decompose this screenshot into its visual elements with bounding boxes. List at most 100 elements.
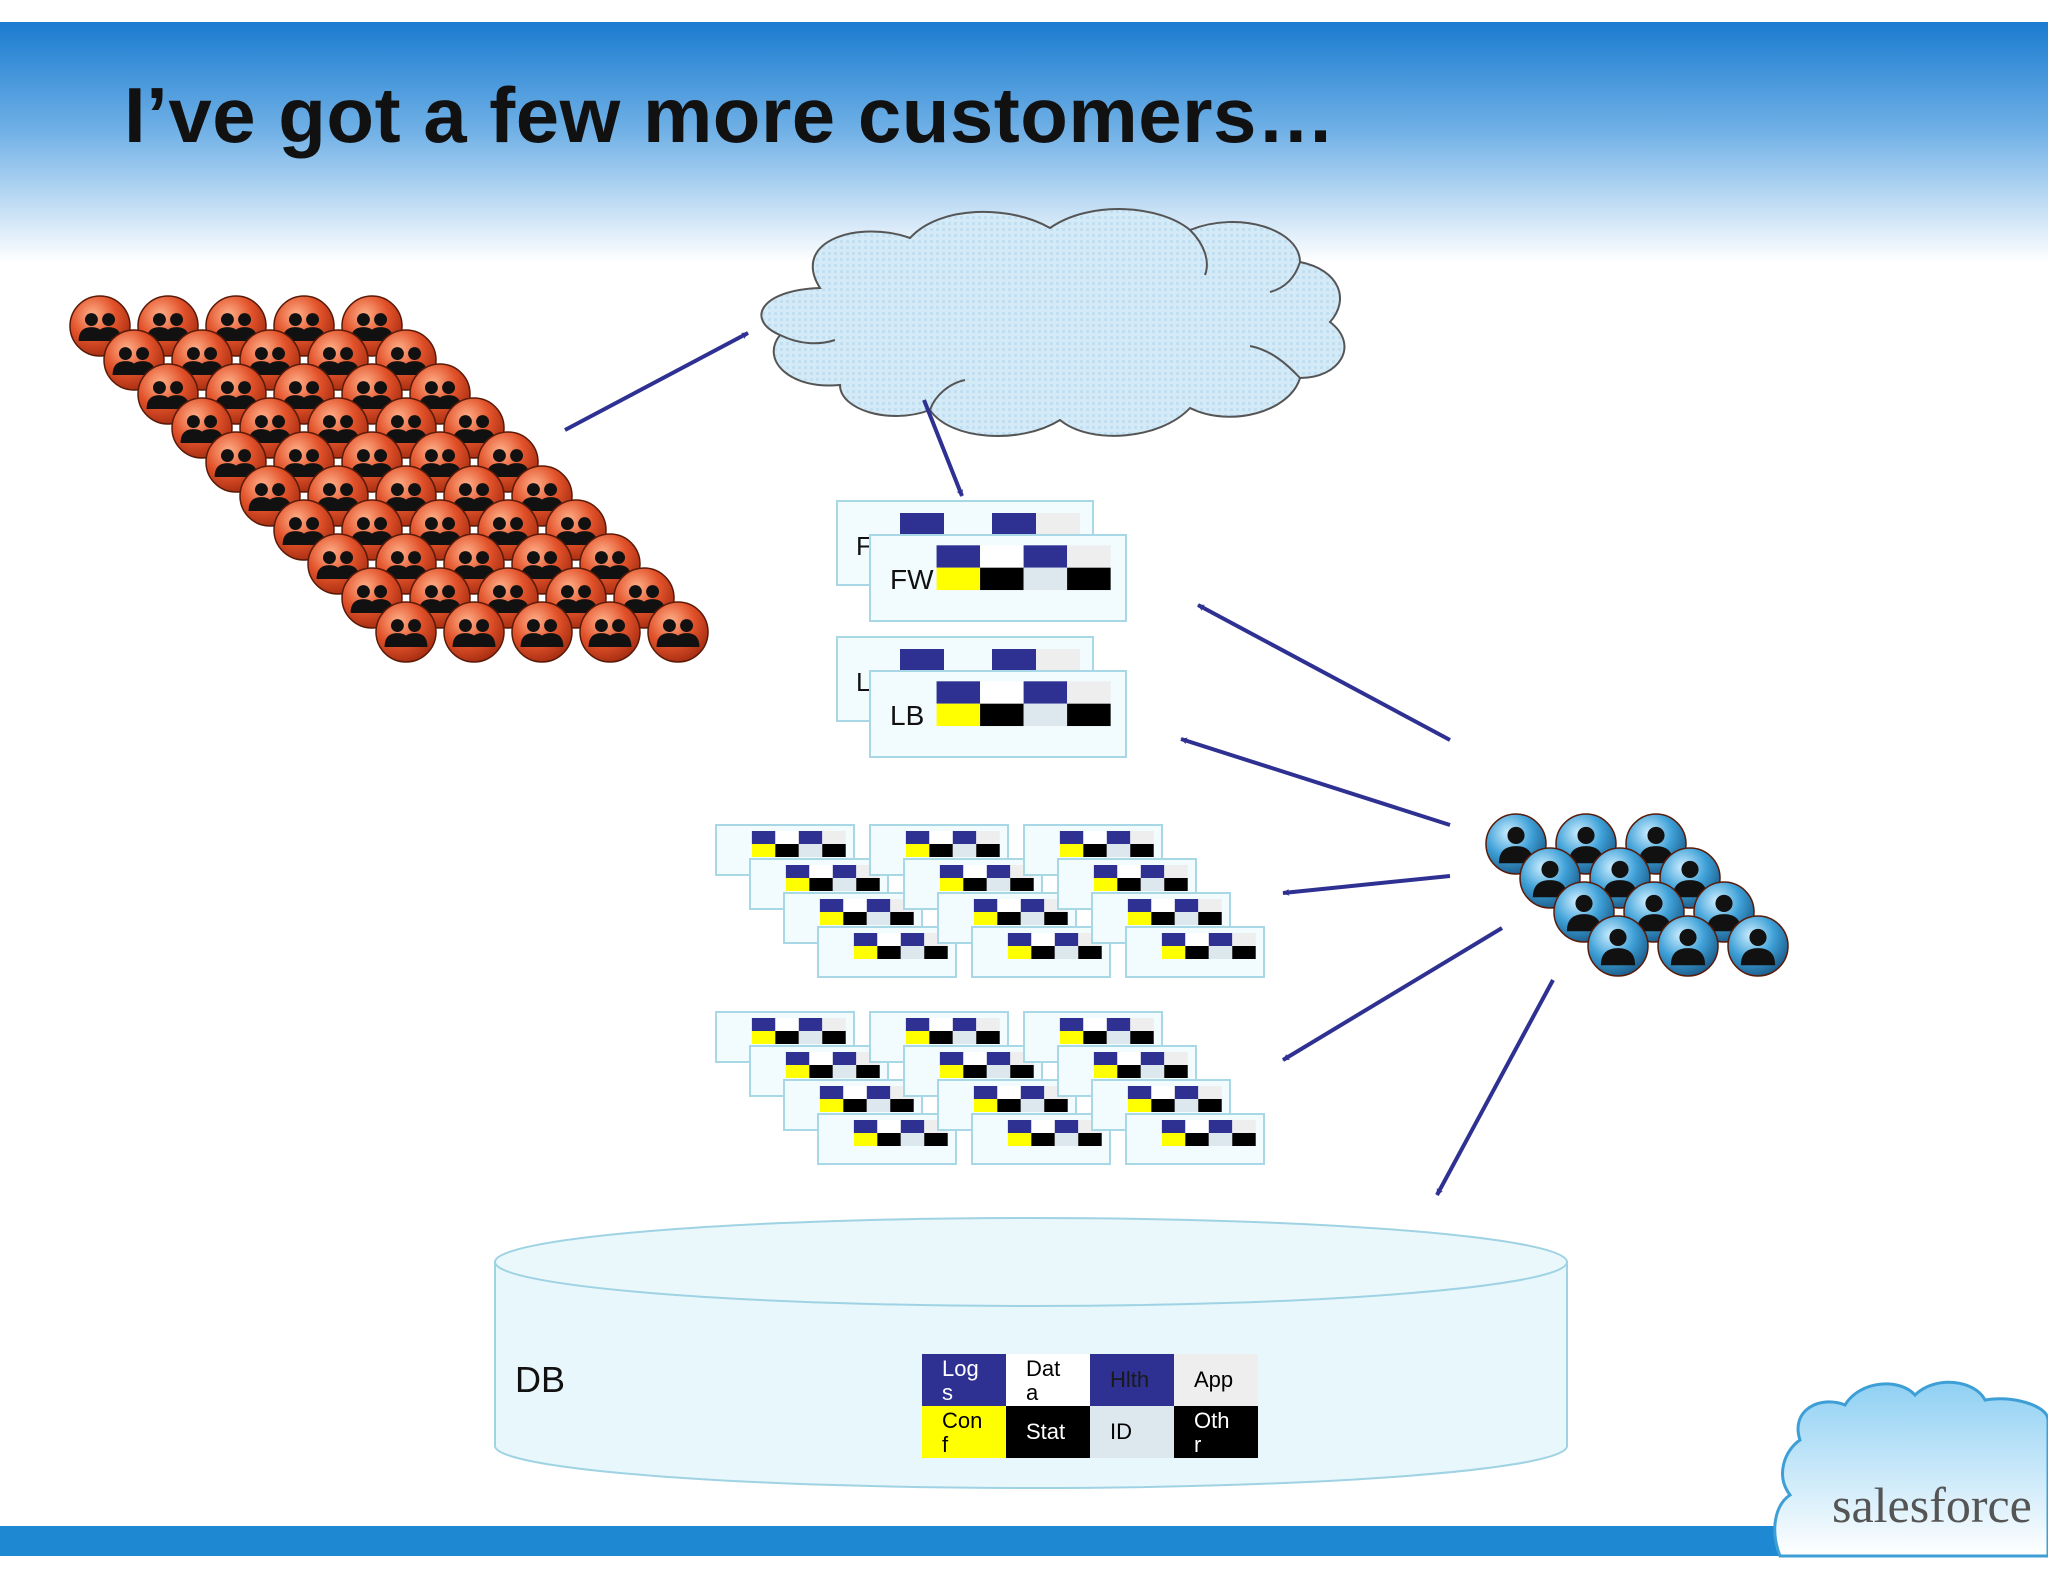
server-cell xyxy=(1174,912,1199,925)
body xyxy=(1568,846,1604,864)
app-server xyxy=(971,1113,1111,1165)
server-cell xyxy=(980,545,1024,568)
server-cell xyxy=(1117,1052,1141,1065)
head xyxy=(153,313,166,327)
head xyxy=(408,619,422,632)
load-balancer-back-label: L xyxy=(856,667,870,697)
server-cell xyxy=(1140,1052,1165,1065)
server-cell xyxy=(751,1031,776,1044)
body xyxy=(1498,846,1534,864)
server-cell xyxy=(992,649,1036,671)
server-cell xyxy=(853,1133,878,1146)
db-cell-label: App xyxy=(1194,1367,1233,1392)
server-cell xyxy=(822,1018,846,1031)
server-cell xyxy=(785,878,810,891)
head xyxy=(646,585,659,598)
head xyxy=(340,347,354,361)
server-cell xyxy=(843,912,867,925)
server-cell xyxy=(877,1120,901,1133)
app-server xyxy=(1125,926,1265,978)
server-cell xyxy=(936,703,981,727)
server-cell xyxy=(900,649,944,671)
db-cell-label: Dat xyxy=(1026,1356,1060,1381)
server-cell xyxy=(1093,1065,1118,1078)
head xyxy=(323,551,336,564)
app-server xyxy=(1091,892,1231,944)
server-cell xyxy=(1010,878,1034,891)
head xyxy=(391,415,404,429)
server-cell xyxy=(1078,1133,1102,1146)
server-cell xyxy=(1164,878,1188,891)
head xyxy=(527,551,540,564)
head xyxy=(272,347,286,361)
body xyxy=(1706,914,1742,932)
server-cell xyxy=(952,844,977,857)
head xyxy=(391,551,404,564)
head xyxy=(238,449,251,463)
head xyxy=(663,619,676,632)
user-icon xyxy=(1587,915,1649,977)
server-cell xyxy=(1127,1086,1152,1099)
body xyxy=(1566,914,1602,932)
server-cell xyxy=(1083,844,1107,857)
server-cell xyxy=(819,912,844,925)
cloud-inner-curve xyxy=(1269,261,1301,293)
server-cell xyxy=(809,1065,833,1078)
head xyxy=(357,381,370,395)
logo-cloud-icon xyxy=(1773,1380,2048,1558)
server-cell xyxy=(832,1052,857,1065)
head xyxy=(204,347,217,361)
server-cell xyxy=(952,1018,977,1031)
server-cell xyxy=(997,899,1021,912)
head xyxy=(459,483,472,497)
db-cell: App xyxy=(1174,1354,1258,1406)
server-cell xyxy=(877,1133,901,1146)
server-cell xyxy=(929,844,953,857)
head xyxy=(425,585,438,598)
server-cell xyxy=(877,933,901,946)
server-cell xyxy=(976,1018,1000,1031)
footer-bar xyxy=(0,1526,2048,1556)
server-cell xyxy=(843,1099,867,1112)
head xyxy=(612,619,625,632)
server-cell xyxy=(798,1031,823,1044)
firewall-front-label: FW xyxy=(890,564,934,595)
body xyxy=(537,633,564,647)
head xyxy=(374,585,388,598)
load-balancer-front-label: LB xyxy=(890,700,924,731)
server-cell xyxy=(1067,703,1111,727)
server-cell xyxy=(819,1086,844,1099)
server-cell xyxy=(1232,946,1256,959)
server-cell xyxy=(1232,933,1256,946)
server-cell xyxy=(1093,865,1118,878)
user-icon xyxy=(1657,915,1719,977)
db-cell-fill xyxy=(1006,1354,1090,1406)
head xyxy=(254,483,268,497)
firewall-back-label: F xyxy=(856,531,872,561)
server-cell xyxy=(929,831,953,844)
server-cell xyxy=(939,865,964,878)
badge xyxy=(443,601,505,663)
server-cell xyxy=(832,878,857,891)
head xyxy=(1647,826,1665,845)
body xyxy=(1532,880,1568,898)
server-cell xyxy=(1198,899,1222,912)
head xyxy=(459,551,472,564)
cloud-inner-curve xyxy=(929,379,966,411)
server-cell xyxy=(751,1018,776,1031)
head xyxy=(510,585,523,598)
server-cell xyxy=(924,1133,948,1146)
head xyxy=(527,619,540,632)
user-icon xyxy=(1727,915,1789,977)
head xyxy=(153,381,166,395)
server-cell xyxy=(997,1086,1021,1099)
head xyxy=(442,585,456,598)
app-server xyxy=(1023,1011,1163,1063)
head xyxy=(1681,860,1699,879)
server-cell xyxy=(1117,1065,1141,1078)
server-cell xyxy=(952,1031,977,1044)
head xyxy=(323,415,336,429)
server-cell xyxy=(832,865,857,878)
server-cell xyxy=(1161,1133,1186,1146)
